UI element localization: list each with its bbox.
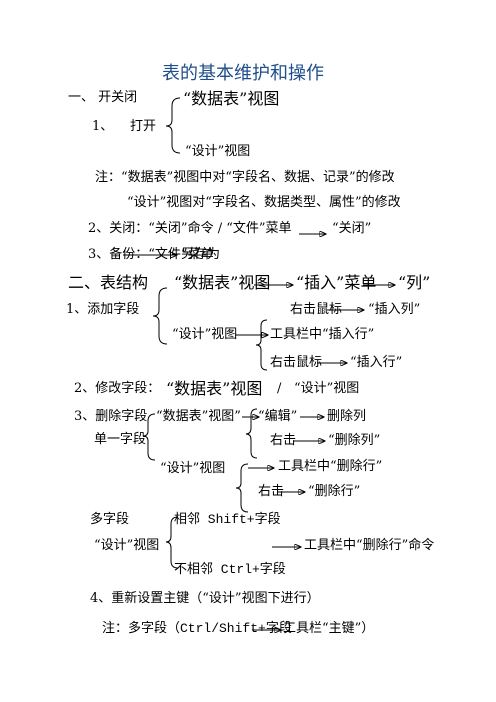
open-number: 1、 xyxy=(92,119,114,134)
page-title: 表的基本维护和操作 xyxy=(162,63,324,84)
insert-menu: “插入”菜单 xyxy=(296,273,377,292)
column-label: “列” xyxy=(398,273,431,292)
brace-delete-datasheet xyxy=(245,408,258,459)
brace-add-field xyxy=(152,287,168,345)
reset-primary-key: 4、重新设置主键（“设计”视图下进行） xyxy=(90,591,320,606)
brace-delete-design xyxy=(235,463,249,513)
toolbar-delete-row: 工具栏中“删除行” xyxy=(278,459,383,474)
delete-datasheet: “数据表”视图” xyxy=(156,409,241,424)
modify-sep: / xyxy=(277,381,282,396)
add-design-view: “设计”视图 xyxy=(172,327,238,342)
open-option-design: “设计”视图 xyxy=(185,144,251,159)
delete-design-view: “设计”视图 xyxy=(160,461,226,476)
brace-open xyxy=(165,97,181,154)
delete-row: “删除行” xyxy=(308,484,361,499)
delete-column-quoted: “删除列” xyxy=(328,433,381,448)
close-line: 2、关闭：“关闭”命令 / “文件”菜单 xyxy=(88,221,292,236)
edit-menu: “编辑” xyxy=(258,409,298,424)
delete-column: 删除列 xyxy=(327,409,367,424)
close-target: “关闭” xyxy=(332,221,372,236)
modify-design: “设计”视图 xyxy=(294,381,360,396)
nonadjacent-ctrl: 不相邻 Ctrl+字段 xyxy=(174,562,286,577)
multi-design-view: “设计”视图 xyxy=(94,538,160,553)
right-click-3: 右击 xyxy=(270,433,297,448)
right-click-4: 右击 xyxy=(258,484,285,499)
backup-line: 3、备份：“文件”菜单 xyxy=(88,247,214,262)
modify-datasheet: “数据表”视图 xyxy=(166,379,263,398)
insert-row: “插入行” xyxy=(350,355,403,370)
open-option-datasheet: “数据表”视图 xyxy=(183,89,280,108)
brace-add-design xyxy=(255,319,268,371)
insert-column: “插入列” xyxy=(368,302,421,317)
section-1-heading: 一、 开关闭 xyxy=(68,90,138,105)
datasheet-view: “数据表”视图 xyxy=(174,273,271,292)
note-datasheet: 注：“数据表”视图中对“字段名、数据、记录”的修改 xyxy=(95,170,395,185)
delete-field: 3、删除字段 xyxy=(74,409,148,424)
note-multi-field: 注：多字段（Ctrl/Shift+字段 xyxy=(102,621,292,636)
right-click-2: 右击鼠标 xyxy=(270,355,323,370)
note-design: “设计”视图对“字段名、数据类型、属性”的修改 xyxy=(127,195,401,210)
toolbar-primary-key: 工具栏“主键”） xyxy=(283,621,375,636)
adjacent-shift: 相邻 Shift+字段 xyxy=(174,512,281,527)
modify-field: 2、修改字段： xyxy=(74,381,161,396)
right-click-1: 右击鼠标 xyxy=(290,302,343,317)
add-field: 1、添加字段 xyxy=(66,302,140,317)
toolbar-insert-row: 工具栏中“插入行” xyxy=(270,327,375,342)
single-field: 单一字段 xyxy=(94,432,147,447)
section-2-heading: 二、表结构 xyxy=(68,273,149,292)
toolbar-delete-row-cmd: 工具栏中“删除行”命令 xyxy=(304,538,435,553)
multi-field: 多字段 xyxy=(90,512,130,527)
backup-target: 另存为 xyxy=(181,247,221,262)
open-label: 打开 xyxy=(130,119,157,134)
